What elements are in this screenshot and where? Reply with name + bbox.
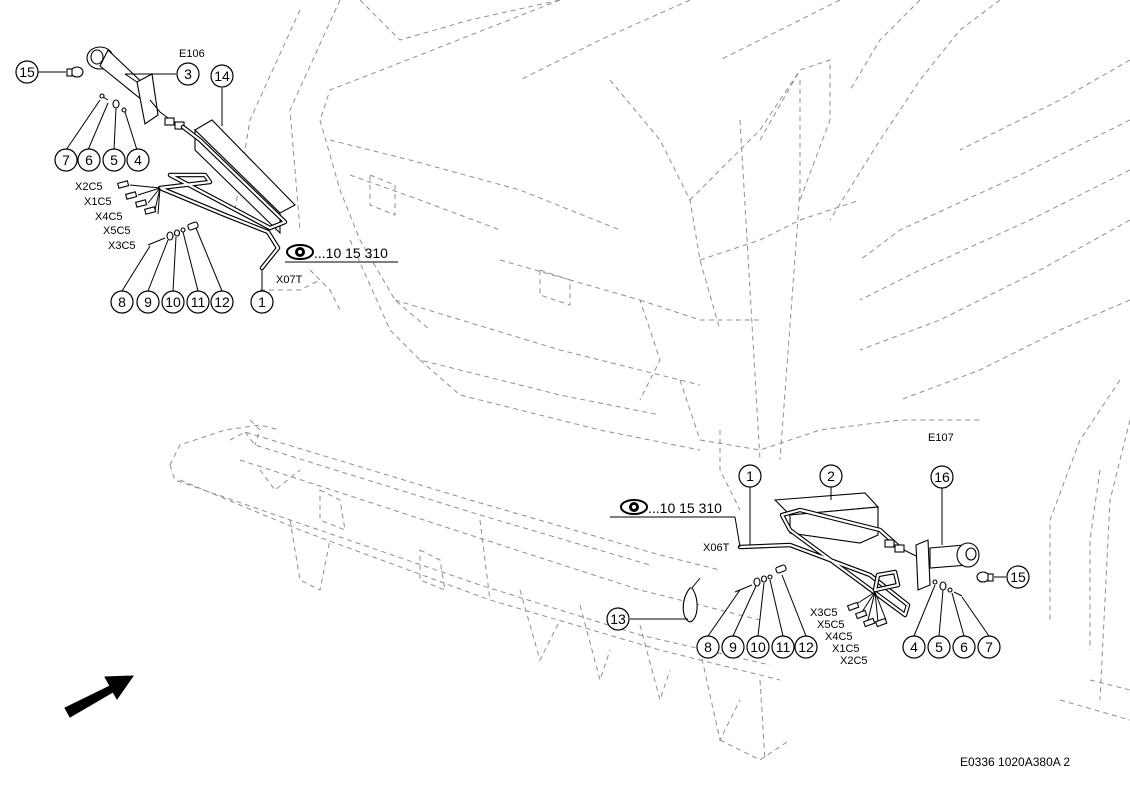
left-connector-x5c5: X5C5 xyxy=(103,225,131,237)
right-lamp-plug xyxy=(884,539,895,548)
svg-text:7: 7 xyxy=(985,639,993,655)
left-wiring-harness xyxy=(157,124,288,271)
callout-8-left: 8 xyxy=(110,290,134,314)
svg-text:6: 6 xyxy=(960,639,968,655)
svg-text:5: 5 xyxy=(110,152,118,168)
right-lamp-socket xyxy=(894,544,905,553)
left-lamp-label: E106 xyxy=(179,48,205,60)
drawing-code: E0336 1020A380A 2 xyxy=(960,755,1070,769)
direction-arrow-icon xyxy=(64,675,134,718)
left-leader-lines xyxy=(38,71,398,292)
svg-text:1: 1 xyxy=(746,468,754,484)
right-connector-x5c5: X5C5 xyxy=(817,619,845,631)
right-reference-label: ...10 15 310 xyxy=(648,500,722,516)
svg-text:15: 15 xyxy=(1010,569,1026,585)
svg-text:8: 8 xyxy=(704,639,712,655)
svg-text:4: 4 xyxy=(910,639,918,655)
callout-5-right: 5 xyxy=(927,635,951,659)
callout-7-left: 7 xyxy=(54,148,78,172)
right-marker-lamp xyxy=(903,539,980,591)
callout-11-left: 11 xyxy=(186,290,210,314)
svg-text:7: 7 xyxy=(62,152,70,168)
left-lamp-assembly xyxy=(38,46,398,292)
svg-text:11: 11 xyxy=(191,294,206,310)
svg-text:15: 15 xyxy=(19,64,35,80)
right-lamp-label: E107 xyxy=(928,432,954,444)
callout-1-left: 1 xyxy=(250,290,274,314)
callout-9-left: 9 xyxy=(136,290,160,314)
cable-tie xyxy=(682,587,698,623)
right-lamp-assembly xyxy=(610,487,1006,637)
right-bulb xyxy=(976,571,994,583)
right-connector-x1c5: X1C5 xyxy=(832,643,860,655)
callout-10-left: 10 xyxy=(161,290,185,314)
left-reference-label: ...10 15 310 xyxy=(314,245,388,261)
svg-text:4: 4 xyxy=(134,152,142,168)
left-connector-x2c5: X2C5 xyxy=(75,181,103,193)
left-connector-x3c5: X3C5 xyxy=(108,240,136,252)
callout-7-right: 7 xyxy=(977,635,1001,659)
right-connector-x4c5: X4C5 xyxy=(825,631,853,643)
right-leader-lines xyxy=(610,487,1006,637)
callout-2-right: 2 xyxy=(819,464,843,488)
left-fasteners-upper xyxy=(99,93,127,113)
left-connector-tails xyxy=(116,180,161,215)
svg-text:12: 12 xyxy=(214,294,230,310)
svg-text:16: 16 xyxy=(934,469,950,485)
svg-text:6: 6 xyxy=(85,152,93,168)
right-connector-x3c5: X3C5 xyxy=(810,607,838,619)
svg-text:10: 10 xyxy=(750,639,766,655)
svg-text:5: 5 xyxy=(935,639,943,655)
svg-text:12: 12 xyxy=(798,639,814,655)
left-lamp-plug xyxy=(164,117,175,126)
svg-text:13: 13 xyxy=(610,611,626,627)
left-fasteners-lower xyxy=(147,221,199,246)
callout-3-left: 3 xyxy=(176,62,200,86)
callout-13-right: 13 xyxy=(606,607,630,631)
callout-12-right: 12 xyxy=(794,635,818,659)
right-fasteners-lower xyxy=(734,564,787,593)
callout-14-left: 14 xyxy=(210,64,234,88)
svg-text:9: 9 xyxy=(729,639,737,655)
left-connector-x4c5: X4C5 xyxy=(95,211,123,223)
eye-icon xyxy=(620,499,648,515)
svg-text:14: 14 xyxy=(214,68,230,84)
svg-text:9: 9 xyxy=(144,294,152,310)
callout-15-right: 15 xyxy=(1006,565,1030,589)
right-wiring-harness xyxy=(737,507,911,618)
vehicle-outline xyxy=(234,0,1130,721)
right-connector-tails xyxy=(846,591,888,628)
callout-6-right: 6 xyxy=(952,635,976,659)
svg-text:2: 2 xyxy=(827,468,835,484)
right-connector-label: X06T xyxy=(703,542,730,554)
callout-15-left: 15 xyxy=(15,60,39,84)
right-fasteners-lamp xyxy=(932,579,963,597)
callout-1-right: 1 xyxy=(738,464,762,488)
callout-4-right: 4 xyxy=(902,635,926,659)
callout-6-left: 6 xyxy=(77,148,101,172)
left-connector-label: X07T xyxy=(276,274,303,286)
svg-text:3: 3 xyxy=(184,66,192,82)
left-bulb xyxy=(66,66,84,78)
callout-16-right: 16 xyxy=(930,465,954,489)
svg-text:1: 1 xyxy=(258,294,266,310)
callout-9-right: 9 xyxy=(721,635,745,659)
svg-text:8: 8 xyxy=(118,294,126,310)
callout-8-right: 8 xyxy=(696,635,720,659)
bumper-frame-outline xyxy=(169,379,791,761)
callout-12-left: 12 xyxy=(210,290,234,314)
left-marker-lamp xyxy=(86,46,169,125)
callout-11-right: 11 xyxy=(771,635,795,659)
right-connector-x2c5: X2C5 xyxy=(840,655,868,667)
callout-4-left: 4 xyxy=(126,148,150,172)
callout-5-left: 5 xyxy=(102,148,126,172)
eye-icon xyxy=(286,244,314,260)
callout-10-right: 10 xyxy=(746,635,770,659)
left-connector-x1c5: X1C5 xyxy=(84,196,112,208)
svg-text:10: 10 xyxy=(165,294,181,310)
svg-text:11: 11 xyxy=(776,639,791,655)
